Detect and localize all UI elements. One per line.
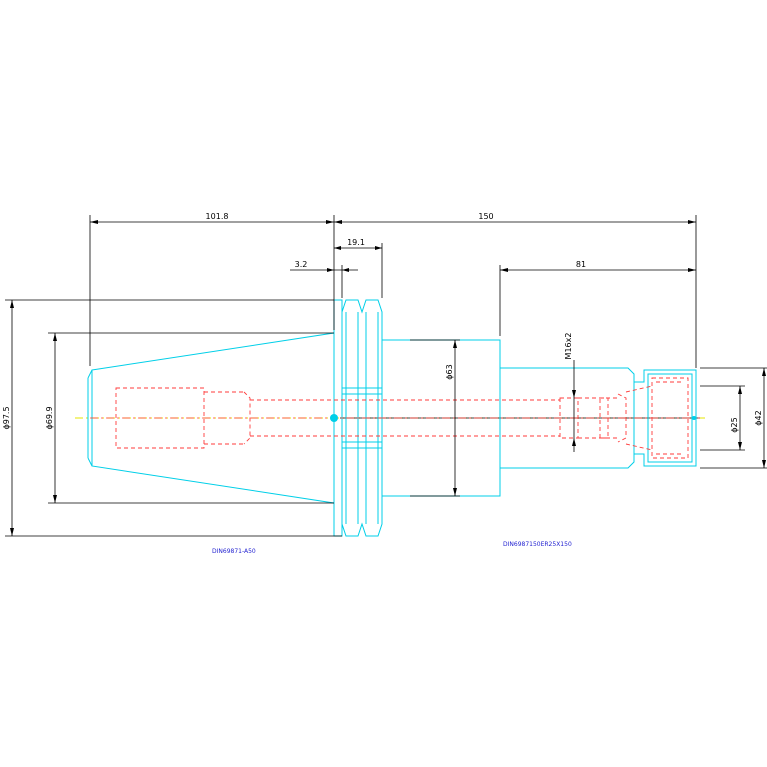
part-label-right: DIN6987150ER25X150 [503, 541, 572, 548]
dim-m16x2-text: M16x2 [564, 333, 573, 360]
dim-69-9-text: ϕ69.9 [45, 406, 54, 429]
dim-150: 150 [334, 212, 697, 368]
dim-97-5-text: ϕ97.5 [2, 406, 11, 429]
dim-19-1: 19.1 [334, 238, 383, 298]
hidden-features [90, 377, 700, 459]
dim-81-text: 81 [576, 260, 586, 269]
part-label-left: DIN69871-A50 [212, 548, 256, 555]
dim-25: ϕ25 [700, 385, 745, 451]
dim-19-1-text: 19.1 [347, 238, 365, 247]
dim-63-text: ϕ63 [445, 364, 454, 379]
dim-3-2: 3.2 [290, 260, 358, 298]
dim-63: ϕ63 [410, 339, 460, 497]
dim-42: ϕ42 [700, 367, 767, 469]
dim-97-5: ϕ97.5 [2, 299, 342, 537]
dim-101-8-text: 101.8 [206, 212, 229, 221]
dim-150-text: 150 [478, 212, 493, 221]
dim-3-2-text: 3.2 [295, 260, 308, 269]
dim-m16x2: M16x2 [564, 333, 576, 452]
dim-101-8: 101.8 [89, 212, 335, 366]
dim-42-text: ϕ42 [754, 410, 763, 425]
dim-25-text: ϕ25 [730, 417, 739, 432]
dim-81: 81 [499, 260, 696, 336]
origin-marker [330, 414, 338, 422]
end-marker [692, 416, 696, 420]
dim-69-9: ϕ69.9 [45, 332, 334, 504]
